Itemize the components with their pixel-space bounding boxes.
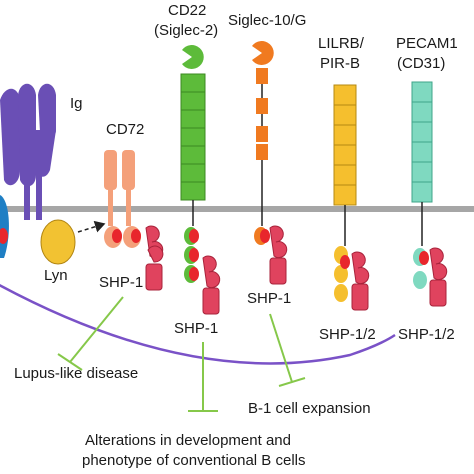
cell-membrane <box>0 206 474 212</box>
cd22-shp1-label: SHP-1 <box>174 320 218 337</box>
inhibition-lupus <box>57 296 124 371</box>
cd72-label: CD72 <box>106 121 144 138</box>
cd22-itim-2 <box>189 248 199 262</box>
pecam1-shp12 <box>429 247 448 307</box>
cd22-itim-1 <box>189 229 199 243</box>
cd72-receptor <box>104 150 141 248</box>
bcr-itim-dot <box>0 228 8 244</box>
pecam1-label-line1: PECAM1 <box>396 35 458 52</box>
ig-receptor <box>0 83 56 220</box>
lyn-label: Lyn <box>44 267 68 284</box>
cd72-shp1-label: SHP-1 <box>99 274 143 291</box>
b-cell-arc <box>0 283 396 365</box>
pecam1-receptor <box>411 81 433 289</box>
pecam1-label-line2: (CD31) <box>397 55 445 72</box>
siglec10-label: Siglec-10/G <box>228 12 306 29</box>
cd22-label-line1: CD22 <box>168 2 206 19</box>
ig-label: Ig <box>70 95 83 112</box>
siglec10-shp1 <box>269 225 288 285</box>
lyn-arrow <box>77 220 106 233</box>
inhibition-alterations <box>188 342 218 412</box>
cd72-itim-1 <box>112 229 122 243</box>
lilrb-shp12-label: SHP-1/2 <box>319 326 376 343</box>
alterations-label-line1: Alterations in development and <box>85 432 291 449</box>
cd72-itim-2 <box>131 229 141 243</box>
cd22-label-line2: (Siglec-2) <box>154 22 218 39</box>
lyn-kinase <box>40 219 76 265</box>
cd22-shp1 <box>202 255 221 315</box>
lilrb-label-line2: PIR-B <box>320 55 360 72</box>
b1-label: B-1 cell expansion <box>248 400 371 417</box>
pecam1-shp12-label: SHP-1/2 <box>398 326 455 343</box>
lilrb-label-line1: LILRB/ <box>318 35 365 52</box>
siglec10-itim <box>260 229 270 243</box>
alterations-label-line2: phenotype of conventional B cells <box>82 452 305 469</box>
pecam1-itim <box>419 251 429 265</box>
lupus-label: Lupus-like disease <box>14 365 138 382</box>
siglec10-receptor <box>252 41 274 245</box>
inhibition-b1 <box>269 313 306 387</box>
siglec10-shp1-label: SHP-1 <box>247 290 291 307</box>
lilrb-receptor <box>333 84 357 302</box>
cd22-itim-3 <box>189 267 199 281</box>
cd22-receptor <box>180 45 206 283</box>
bcr-blue-chain <box>0 195 9 258</box>
lilrb-shp12 <box>351 251 370 311</box>
cd72-shp1 <box>145 225 164 291</box>
lilrb-itim <box>340 255 350 269</box>
